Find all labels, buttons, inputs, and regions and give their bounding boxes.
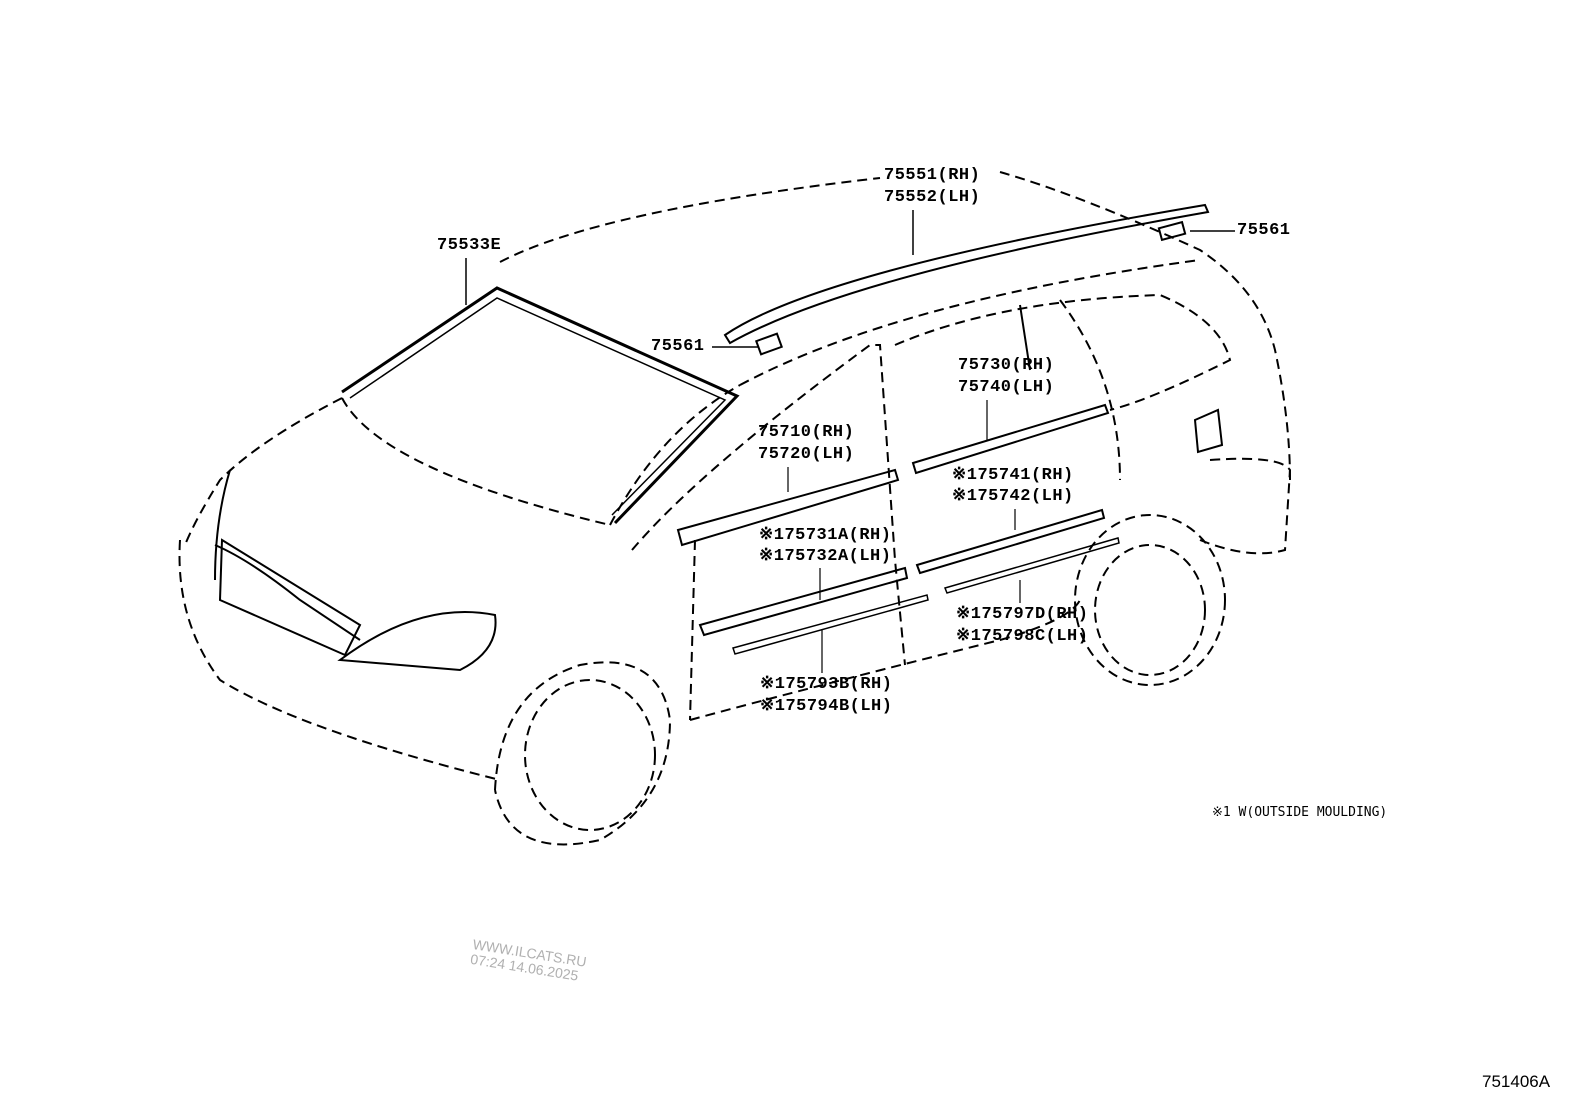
callout-75740-lh: 75740(LH) xyxy=(958,378,1055,397)
callout-175742-lh: ※175742(LH) xyxy=(952,487,1074,506)
callout-75561-rear: 75561 xyxy=(1237,221,1291,240)
callout-75710-rh: 75710(RH) xyxy=(758,423,855,442)
callout-175798c-lh: ※175798C(LH) xyxy=(956,627,1089,646)
callout-75730-rh: 75730(RH) xyxy=(958,356,1055,375)
callout-175732a-lh: ※175732A(LH) xyxy=(759,547,892,566)
callout-75533e: 75533E xyxy=(437,236,502,255)
callout-75552-lh: 75552(LH) xyxy=(884,188,981,207)
callout-175794b-lh: ※175794B(LH) xyxy=(760,697,893,716)
callout-175731a-rh: ※175731A(RH) xyxy=(759,526,892,545)
callout-75561-front: 75561 xyxy=(651,337,705,356)
footnote: ※1 W(OUTSIDE MOULDING) xyxy=(1212,805,1388,820)
callout-175797d-rh: ※175797D(RH) xyxy=(956,605,1089,624)
callout-175741-rh: ※175741(RH) xyxy=(952,466,1074,485)
callout-175793b-rh: ※175793B(RH) xyxy=(760,675,893,694)
callout-75551-rh: 75551(RH) xyxy=(884,166,981,185)
diagram-code: 751406A xyxy=(1482,1072,1551,1091)
callout-75720-lh: 75720(LH) xyxy=(758,445,855,464)
